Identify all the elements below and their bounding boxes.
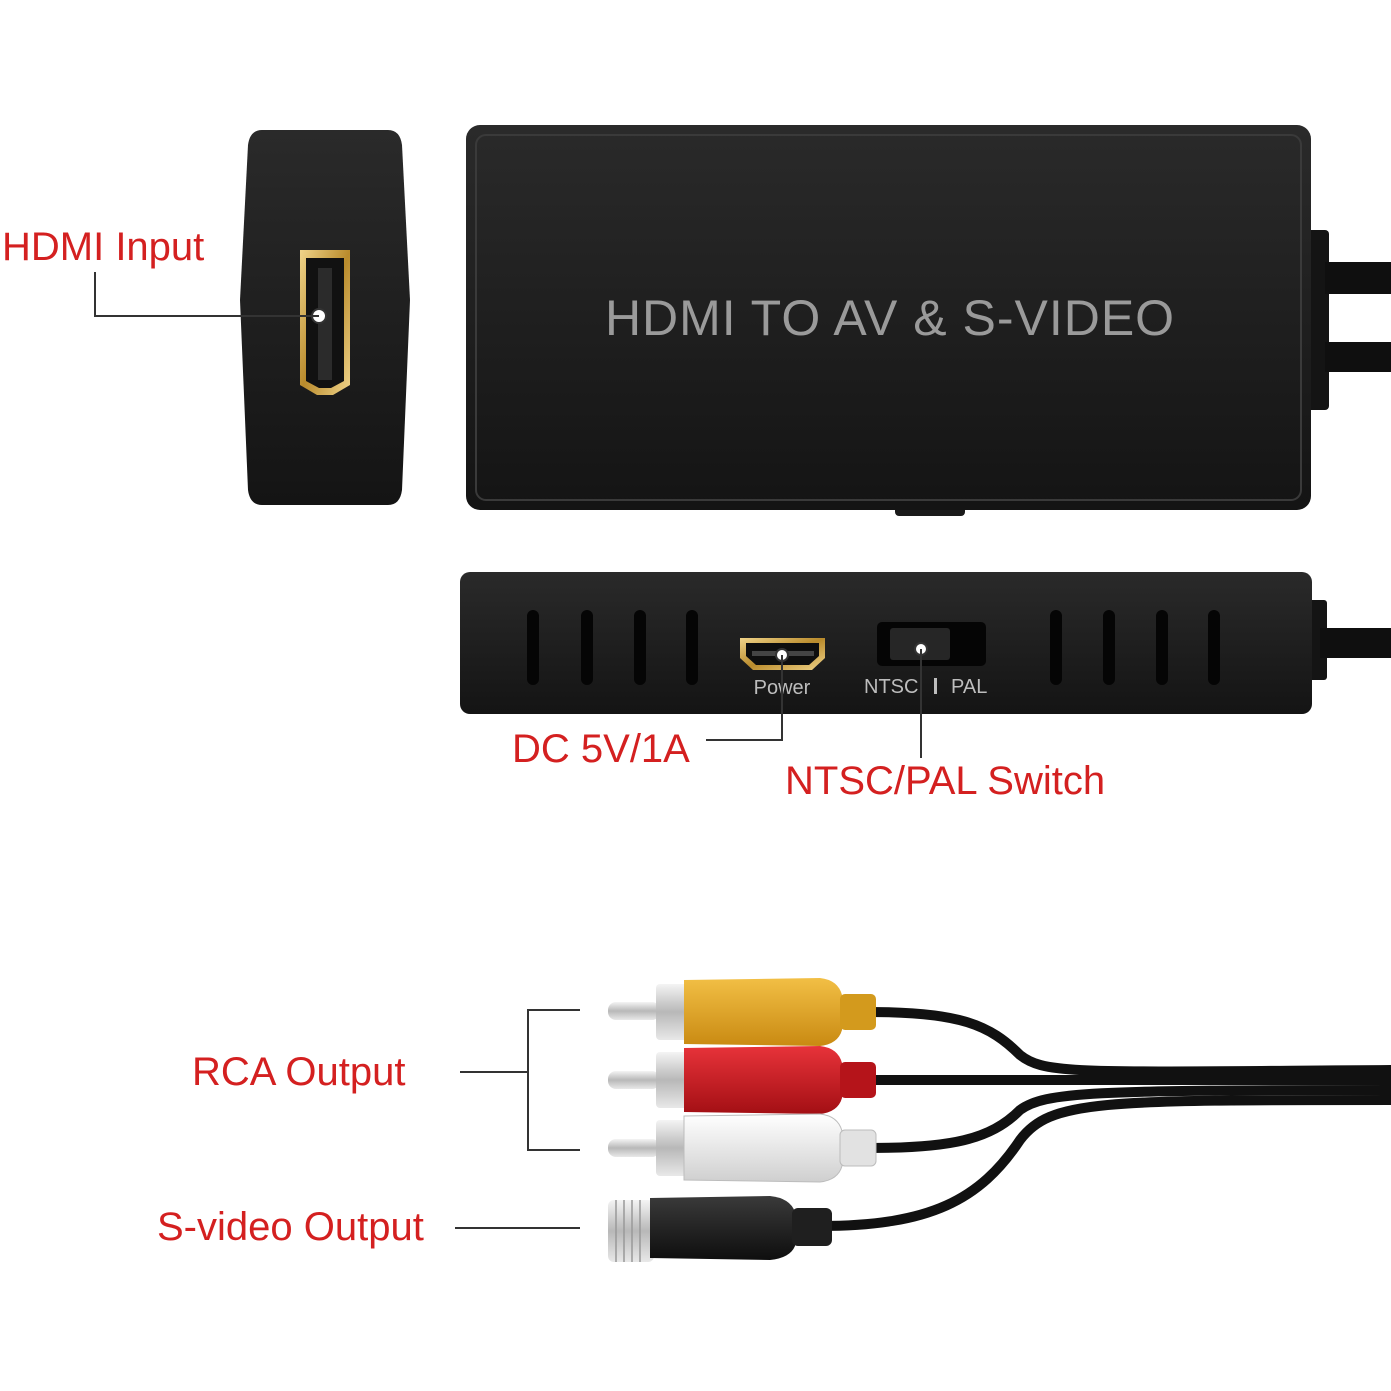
red-rca-plug (608, 1046, 876, 1114)
switch-ntsc-label: NTSC (864, 676, 918, 698)
yellow-rca-plug (608, 978, 876, 1046)
switch-label: NTSC/PAL Switch (785, 759, 1105, 803)
cable-top-1 (1325, 262, 1391, 294)
converter-side-view: Power NTSC PAL (460, 572, 1391, 714)
white-rca-plug (608, 1113, 877, 1183)
converter-body (466, 125, 1311, 510)
rca-bracket (460, 1009, 580, 1151)
switch-divider (934, 678, 937, 694)
hdmi-end-view (240, 130, 410, 505)
rca-output-label: RCA Output (192, 1050, 405, 1094)
device-title: HDMI TO AV & S-VIDEO (605, 290, 1175, 346)
svideo-output-label: S-video Output (157, 1205, 424, 1249)
hdmi-input-label: HDMI Input (2, 225, 204, 269)
svideo-plug (608, 1196, 832, 1262)
dc-power-leader-line (706, 655, 783, 741)
dc-power-label: DC 5V/1A (512, 727, 690, 771)
converter-top-view: HDMI TO AV & S-VIDEO (466, 125, 1391, 516)
cable-top-2 (1325, 342, 1391, 372)
output-cables (815, 1007, 1391, 1231)
ntsc-pal-switch (877, 622, 986, 666)
svideo-cable (815, 1095, 1391, 1231)
vent-slots-right (1050, 610, 1220, 685)
switch-pal-label: PAL (951, 676, 987, 698)
hdmi-input-port (300, 250, 350, 395)
white-cable (865, 1085, 1391, 1153)
hdmi-input-leader-line (94, 272, 319, 317)
yellow-cable (865, 1007, 1391, 1077)
vent-slots-left (527, 610, 698, 685)
cable-side (1320, 628, 1391, 658)
